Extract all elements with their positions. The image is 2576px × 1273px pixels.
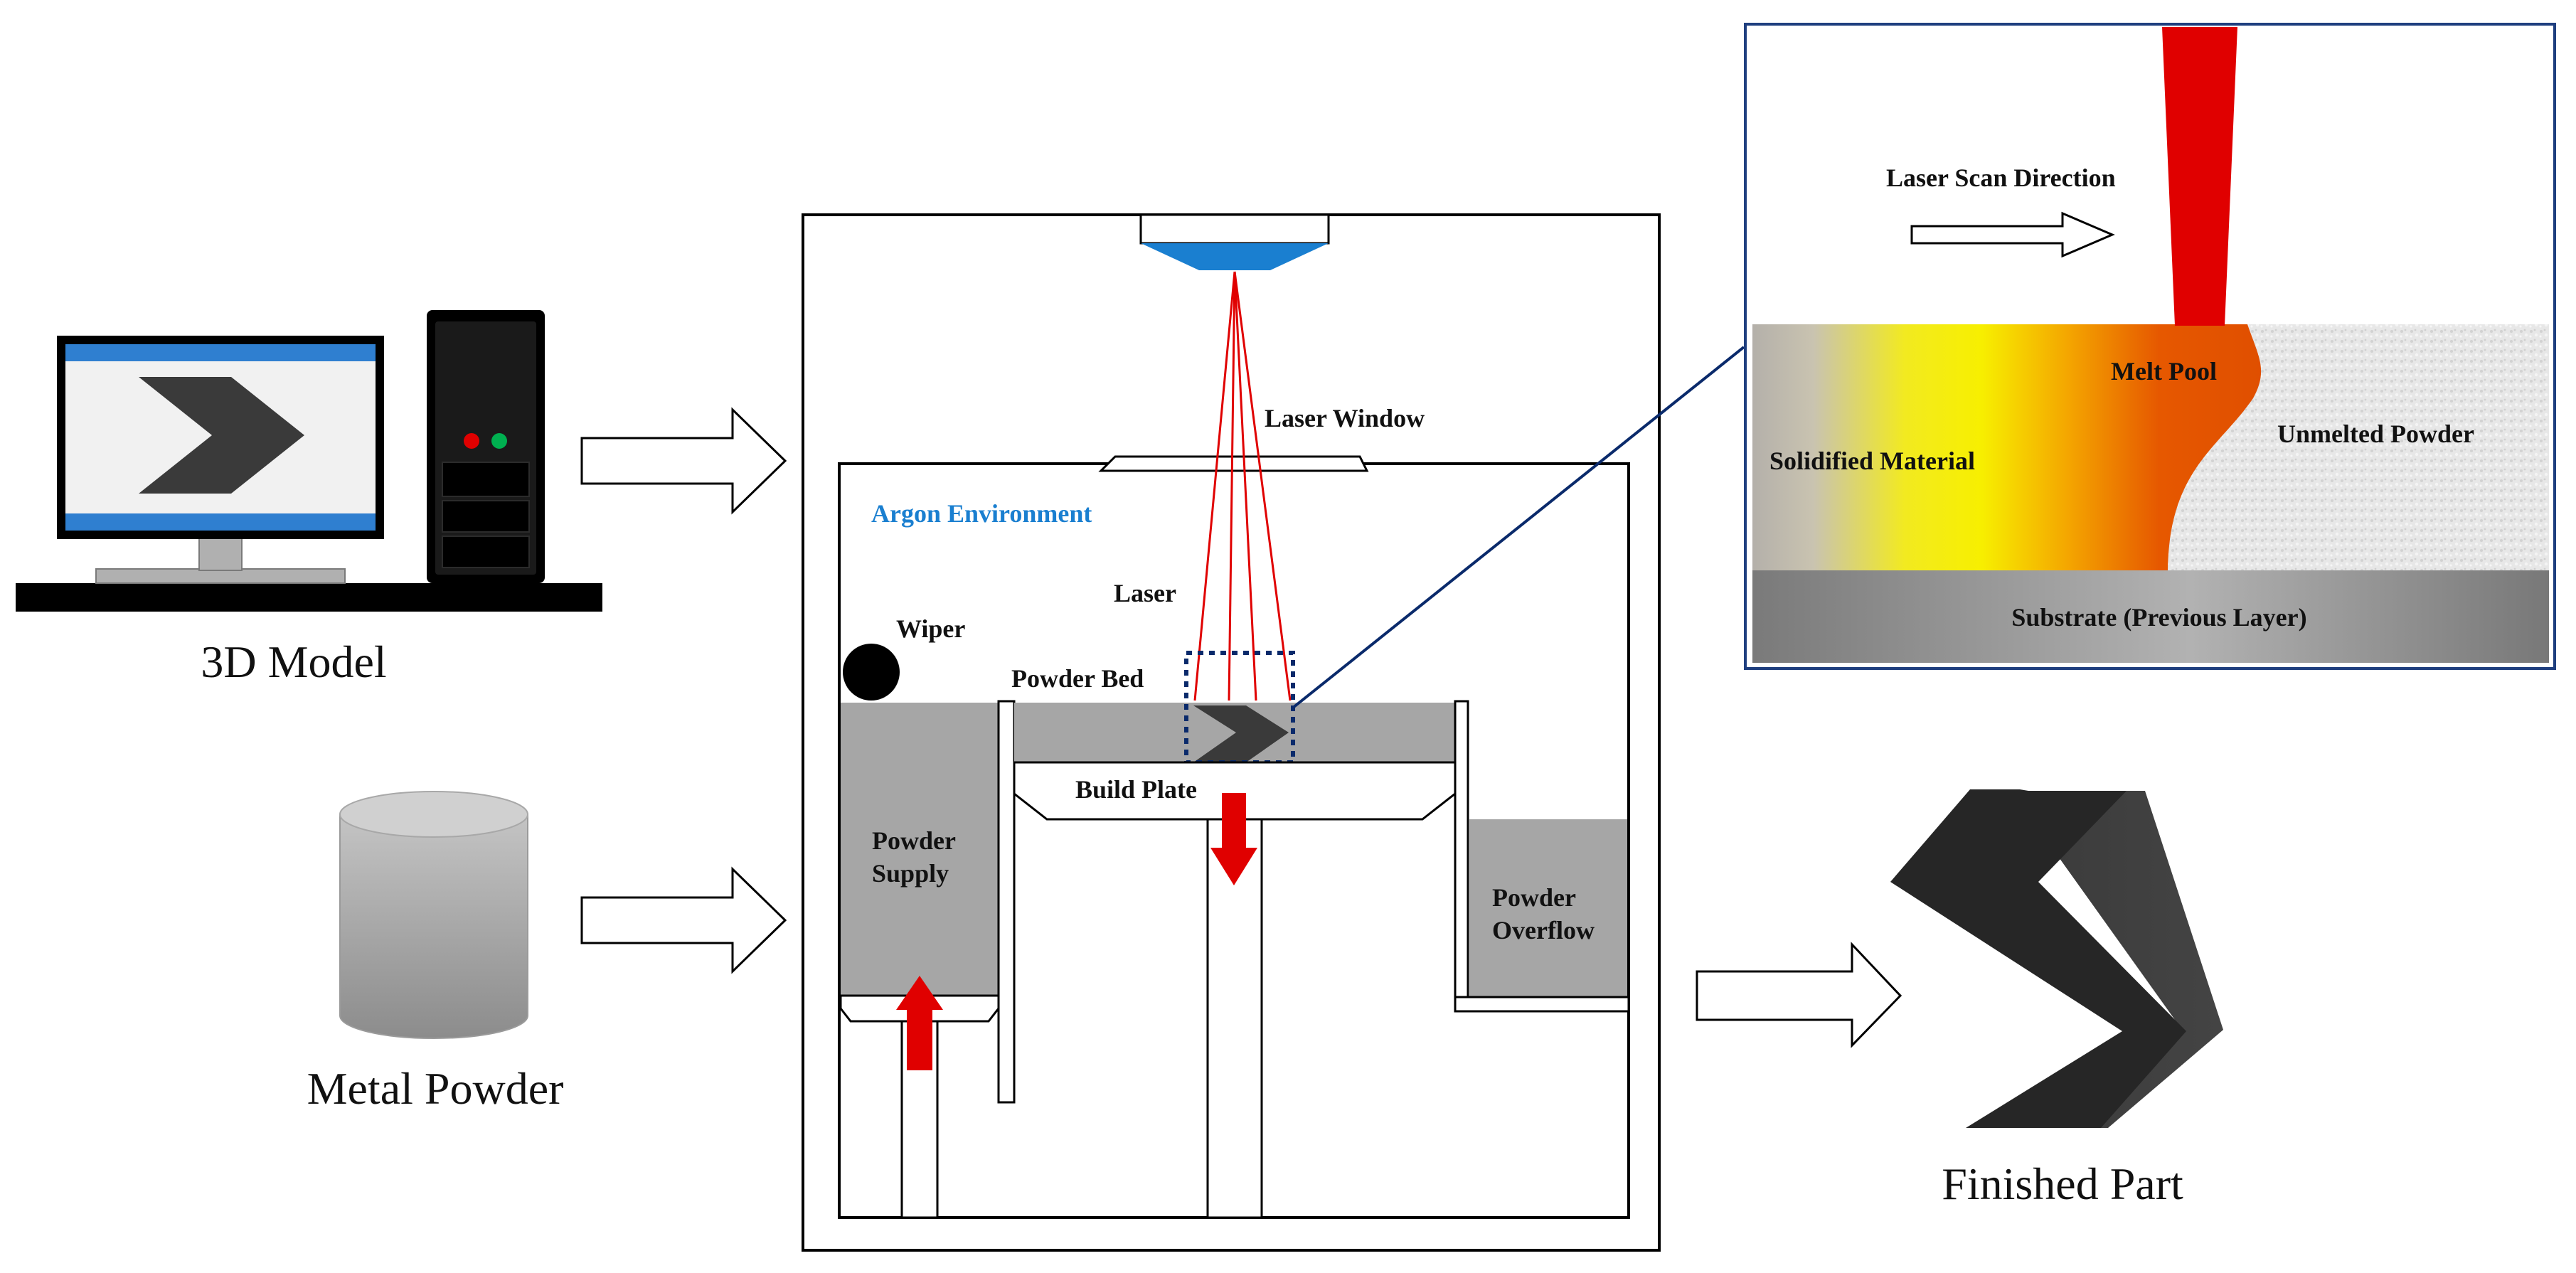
powder-overflow-label-2: Overflow	[1492, 916, 1595, 944]
zoom-connector	[1292, 346, 1745, 709]
laser-beam-2	[1228, 271, 1236, 701]
laser-beams	[1193, 271, 1292, 701]
part-in-bed	[1193, 705, 1289, 762]
laser-label: Laser	[1114, 579, 1176, 607]
solidified-label: Solidified Material	[1769, 447, 1975, 475]
solidified-and-melt-region	[1752, 324, 2262, 570]
pc-drive-bay-2	[442, 500, 530, 533]
screen-top-bar	[65, 344, 376, 361]
laser-beam-4	[1233, 271, 1292, 701]
powder-supply-label-1: Powder	[872, 826, 956, 855]
powder-cylinder-illustration: Metal Powder	[307, 791, 564, 1114]
powder-supply-label-2: Supply	[872, 859, 949, 888]
powder-overflow-label-1: Powder	[1492, 883, 1576, 912]
substrate-region	[1752, 570, 2549, 663]
laser-window	[1098, 455, 1369, 472]
laser-beam-3	[1233, 271, 1257, 701]
arrow-model-to-machine	[580, 407, 787, 515]
powder-supply-powder	[841, 703, 999, 996]
arrow-powder-to-machine	[580, 866, 787, 974]
substrate-label: Substrate (Previous Layer)	[2011, 603, 2306, 632]
slm-machine: Laser Window Argon Environment Laser Wip…	[802, 213, 1661, 1252]
wiper-roller	[843, 644, 900, 701]
model-label: 3D Model	[201, 636, 386, 687]
scan-direction-arrow	[1910, 211, 2115, 258]
desk	[16, 583, 602, 612]
powder-bed-label: Powder Bed	[1011, 664, 1144, 693]
argon-label: Argon Environment	[871, 499, 1092, 528]
cylinder-body	[339, 814, 528, 1039]
screen-bottom-bar	[65, 513, 376, 531]
unmelted-label: Unmelted Powder	[2277, 420, 2474, 448]
pc-drive-bay-1	[442, 462, 530, 497]
overflow-powder	[1469, 819, 1627, 997]
monitor-neck	[198, 537, 243, 571]
supply-wall-right	[997, 700, 1016, 1104]
laser-head	[1139, 213, 1330, 245]
pc-power-led-red	[464, 433, 479, 449]
computer-illustration: 3D Model	[16, 310, 602, 687]
finished-part-front	[1890, 789, 2186, 1128]
laser-window-label: Laser Window	[1265, 404, 1425, 432]
melt-pool-inset: Laser Scan Direction Melt Pool Solidifie…	[1744, 23, 2556, 670]
overflow-floor	[1454, 996, 1630, 1013]
supply-up-arrow	[896, 976, 943, 1070]
finished-part-label: Finished Part	[1942, 1159, 2183, 1209]
laser-beam-1	[1193, 271, 1236, 701]
arrow-machine-to-part	[1696, 942, 1902, 1048]
build-piston-rod	[1206, 818, 1263, 1219]
finished-part-illustration: Finished Part	[1890, 789, 2223, 1209]
wiper-label: Wiper	[896, 614, 965, 643]
powder-label: Metal Powder	[307, 1063, 564, 1114]
build-plate-label: Build Plate	[1075, 775, 1197, 804]
zoom-laser-beam	[2162, 27, 2237, 326]
screen-chevron-icon	[139, 377, 304, 494]
scan-direction-label: Laser Scan Direction	[1886, 164, 2116, 192]
pc-drive-bay-3	[442, 536, 530, 568]
build-down-arrow	[1210, 793, 1257, 885]
overflow-wall-left	[1454, 700, 1469, 1013]
pc-power-led-green	[491, 433, 507, 449]
melt-pool-label: Melt Pool	[2111, 357, 2217, 385]
laser-lens	[1141, 243, 1329, 270]
cylinder-top	[339, 791, 528, 838]
